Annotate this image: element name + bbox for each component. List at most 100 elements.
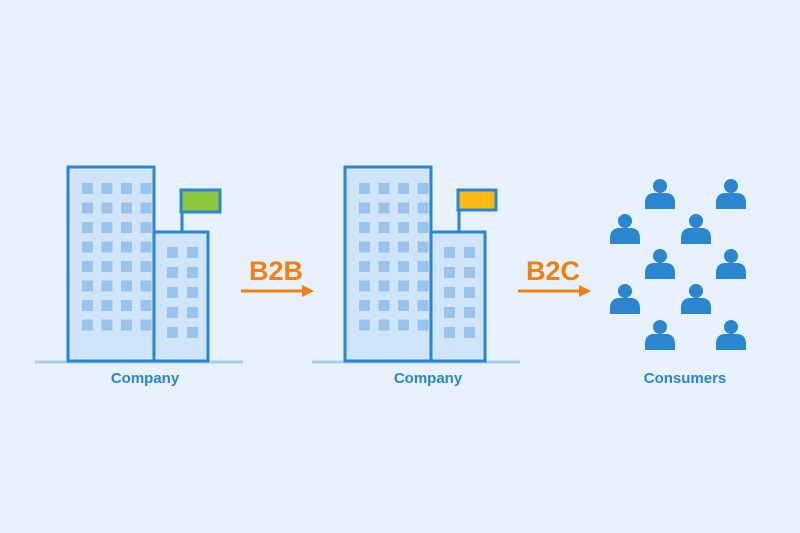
window (82, 202, 93, 214)
person-icon (716, 179, 746, 209)
window (82, 319, 93, 331)
window (140, 280, 152, 292)
window (464, 267, 475, 278)
window (378, 261, 390, 272)
window (359, 261, 370, 272)
window (398, 300, 409, 311)
window (101, 261, 113, 272)
window (378, 241, 390, 253)
window (444, 267, 455, 278)
window (82, 261, 93, 272)
person-icon (681, 284, 711, 314)
window (417, 183, 429, 194)
window (398, 280, 409, 292)
window (398, 183, 409, 194)
window (140, 222, 152, 233)
person-icon (645, 249, 675, 279)
window (359, 280, 370, 292)
window (167, 247, 178, 258)
window (378, 222, 390, 233)
windows-tall (82, 183, 152, 331)
person-icon (610, 214, 640, 244)
window (464, 307, 475, 318)
window (444, 307, 455, 318)
window (101, 319, 113, 331)
window (417, 319, 429, 331)
tower-short (152, 230, 210, 363)
window (101, 202, 113, 214)
window (359, 202, 370, 214)
window (121, 183, 132, 194)
window (464, 287, 475, 298)
arrow-b2c (518, 285, 591, 297)
window (359, 300, 370, 311)
company-label-2: Company (393, 370, 463, 387)
window (121, 222, 132, 233)
company-label-1: Company (110, 370, 180, 387)
window (444, 247, 455, 258)
company-building-icon-2 (312, 165, 520, 364)
person-icon (716, 249, 746, 279)
window (101, 222, 113, 233)
window (378, 202, 390, 214)
window (82, 280, 93, 292)
window (359, 183, 370, 194)
window (417, 300, 429, 311)
window (140, 241, 152, 253)
window (398, 202, 409, 214)
window (359, 222, 370, 233)
window (378, 183, 390, 194)
window (82, 241, 93, 253)
window (417, 202, 429, 214)
b2b-label: B2B (248, 256, 303, 286)
window (359, 241, 370, 253)
window (121, 241, 132, 253)
window (464, 247, 475, 258)
windows-tall (359, 183, 429, 331)
window (187, 307, 198, 318)
window (417, 261, 429, 272)
window (101, 183, 113, 194)
window (121, 202, 132, 214)
company-building-icon-1 (35, 165, 243, 364)
window (187, 327, 198, 338)
window (187, 267, 198, 278)
window (167, 307, 178, 318)
windows-short (444, 247, 475, 338)
windows-short (167, 247, 198, 338)
person-icon (681, 214, 711, 244)
person-icon (716, 320, 746, 350)
window (464, 327, 475, 338)
arrow-b2b (241, 285, 314, 297)
window (140, 300, 152, 311)
window (101, 241, 113, 253)
flag-green (179, 188, 222, 214)
window (121, 300, 132, 311)
window (417, 241, 429, 253)
window (417, 280, 429, 292)
consumers-label: Consumers (643, 370, 727, 387)
window (359, 319, 370, 331)
window (140, 319, 152, 331)
window (140, 261, 152, 272)
b2c-label: B2C (525, 256, 580, 286)
window (187, 247, 198, 258)
window (101, 300, 113, 311)
window (167, 287, 178, 298)
consumers-group-icon (610, 179, 746, 350)
window (417, 222, 429, 233)
window (378, 300, 390, 311)
person-icon (645, 179, 675, 209)
window (187, 287, 198, 298)
person-icon (645, 320, 675, 350)
flag-yellow (456, 188, 498, 212)
window (82, 183, 93, 194)
tower-short (429, 230, 487, 363)
window (140, 183, 152, 194)
window (82, 222, 93, 233)
window (140, 202, 152, 214)
window (398, 261, 409, 272)
window (121, 261, 132, 272)
